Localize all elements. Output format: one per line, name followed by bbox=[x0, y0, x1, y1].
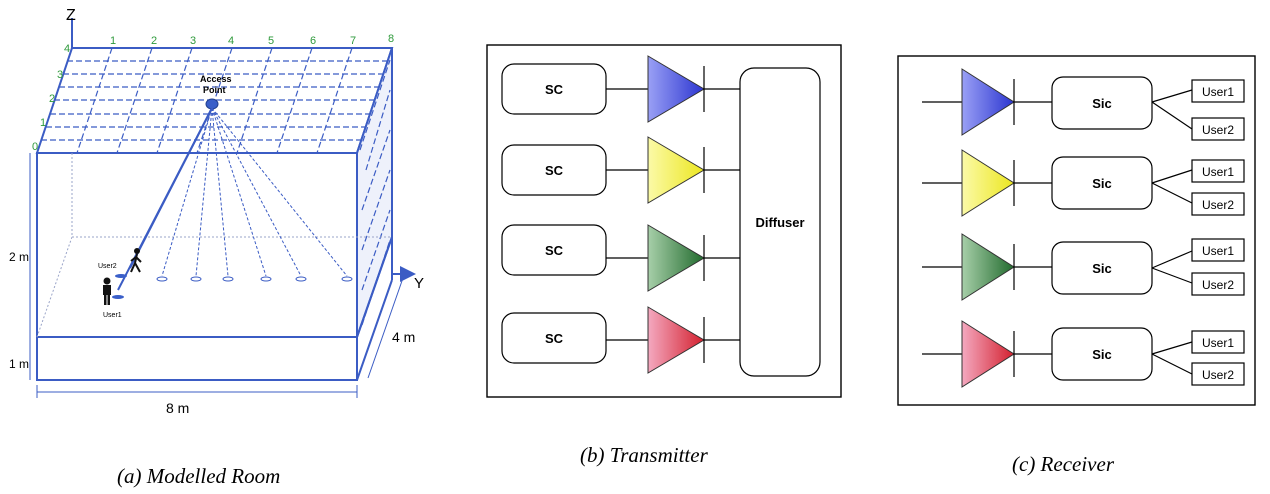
user1-receiver-icon bbox=[112, 295, 124, 299]
amplifier-yellow-icon bbox=[647, 136, 705, 204]
caption-modelled-room: (a) Modelled Room bbox=[117, 464, 280, 488]
user2-text-1: User2 bbox=[1202, 123, 1234, 137]
user1-text-1: User1 bbox=[1202, 85, 1234, 99]
grid-top-8: 8 bbox=[388, 33, 394, 45]
user2-box-4 bbox=[1191, 362, 1245, 386]
user1-box-1 bbox=[1191, 79, 1245, 103]
grid-top-3: 3 bbox=[190, 35, 196, 47]
receiver-amplifier-red-icon bbox=[961, 320, 1015, 388]
grid-left-0: 0 bbox=[32, 141, 38, 153]
sc-label-2: SC bbox=[545, 163, 564, 178]
access-point-label-2: Point bbox=[203, 85, 226, 95]
grid-left-3: 3 bbox=[57, 69, 63, 81]
user2-box-1 bbox=[1191, 117, 1245, 141]
user1-text-2: User1 bbox=[1202, 165, 1234, 179]
user1-box-4 bbox=[1191, 330, 1245, 354]
user2-figure-icon bbox=[130, 248, 142, 273]
user1-box-2 bbox=[1191, 159, 1245, 183]
transmitter-panel: SC SC SC SC Diffuser (b) Transmitter bbox=[486, 44, 842, 467]
grid-top-7: 7 bbox=[350, 35, 356, 47]
sic-block-1 bbox=[1051, 76, 1153, 130]
sc-label-3: SC bbox=[545, 243, 564, 258]
user1-text-4: User1 bbox=[1202, 336, 1234, 350]
z-axis-label: Z bbox=[66, 7, 76, 24]
receiver-amplifier-blue-icon bbox=[961, 68, 1015, 136]
dim-4m-line bbox=[367, 277, 404, 379]
sic-label-3: Sic bbox=[1092, 261, 1112, 276]
user2-text-3: User2 bbox=[1202, 278, 1234, 292]
user1-label: User1 bbox=[103, 312, 122, 319]
receiver-panel: Sic User1 User2 Sic User1 User2 Sic User… bbox=[897, 55, 1256, 476]
grid-left-1: 1 bbox=[40, 117, 46, 129]
grid-top-1: 1 bbox=[110, 35, 116, 47]
modelled-room-panel: Z 1 2 3 4 5 6 7 8 0 1 2 3 bbox=[9, 7, 424, 488]
access-point-label-1: Access bbox=[200, 74, 232, 84]
amplifier-blue-icon bbox=[647, 55, 705, 123]
caption-receiver: (c) Receiver bbox=[1012, 452, 1115, 476]
user1-text-3: User1 bbox=[1202, 244, 1234, 258]
user2-receiver-icon bbox=[115, 274, 127, 278]
grid-top-2: 2 bbox=[151, 35, 157, 47]
access-point-icon bbox=[205, 98, 219, 110]
grid-left-4: 4 bbox=[64, 43, 70, 55]
sc-block-4 bbox=[501, 312, 607, 364]
dim-8m-label: 8 m bbox=[166, 400, 189, 416]
receiver-amplifier-yellow-icon bbox=[961, 149, 1015, 217]
front-wall bbox=[36, 152, 358, 338]
user2-box-2 bbox=[1191, 192, 1245, 216]
sic-label-4: Sic bbox=[1092, 347, 1112, 362]
user1-box-3 bbox=[1191, 238, 1245, 262]
dim-4m-label: 4 m bbox=[392, 329, 415, 345]
user2-text-4: User2 bbox=[1202, 368, 1234, 382]
dim-2m-label: 2 m bbox=[9, 250, 29, 264]
amplifier-green-icon bbox=[647, 224, 705, 292]
sc-label-1: SC bbox=[545, 82, 564, 97]
grid-left-2: 2 bbox=[49, 93, 55, 105]
user2-text-2: User2 bbox=[1202, 198, 1234, 212]
sc-label-4: SC bbox=[545, 331, 564, 346]
light-rays bbox=[117, 107, 348, 291]
dim-1m-label: 1 m bbox=[9, 357, 29, 371]
lower-strip bbox=[36, 336, 358, 381]
grid-top-4: 4 bbox=[228, 35, 234, 47]
sic-label-2: Sic bbox=[1092, 176, 1112, 191]
y-axis-label: Y bbox=[414, 275, 424, 292]
diffuser-block bbox=[739, 67, 821, 377]
receiver-amplifier-green-icon bbox=[961, 233, 1015, 301]
diffuser-label: Diffuser bbox=[755, 215, 804, 230]
user2-label: User2 bbox=[98, 263, 117, 270]
caption-transmitter: (b) Transmitter bbox=[580, 443, 709, 467]
grid-top-5: 5 bbox=[268, 35, 274, 47]
sic-label-1: Sic bbox=[1092, 96, 1112, 111]
user1-figure-icon bbox=[103, 277, 111, 305]
amplifier-red-icon bbox=[647, 306, 705, 374]
sc-block-3 bbox=[501, 224, 607, 276]
grid-top-6: 6 bbox=[310, 35, 316, 47]
user2-box-3 bbox=[1191, 272, 1245, 296]
floor-receivers bbox=[156, 276, 353, 282]
